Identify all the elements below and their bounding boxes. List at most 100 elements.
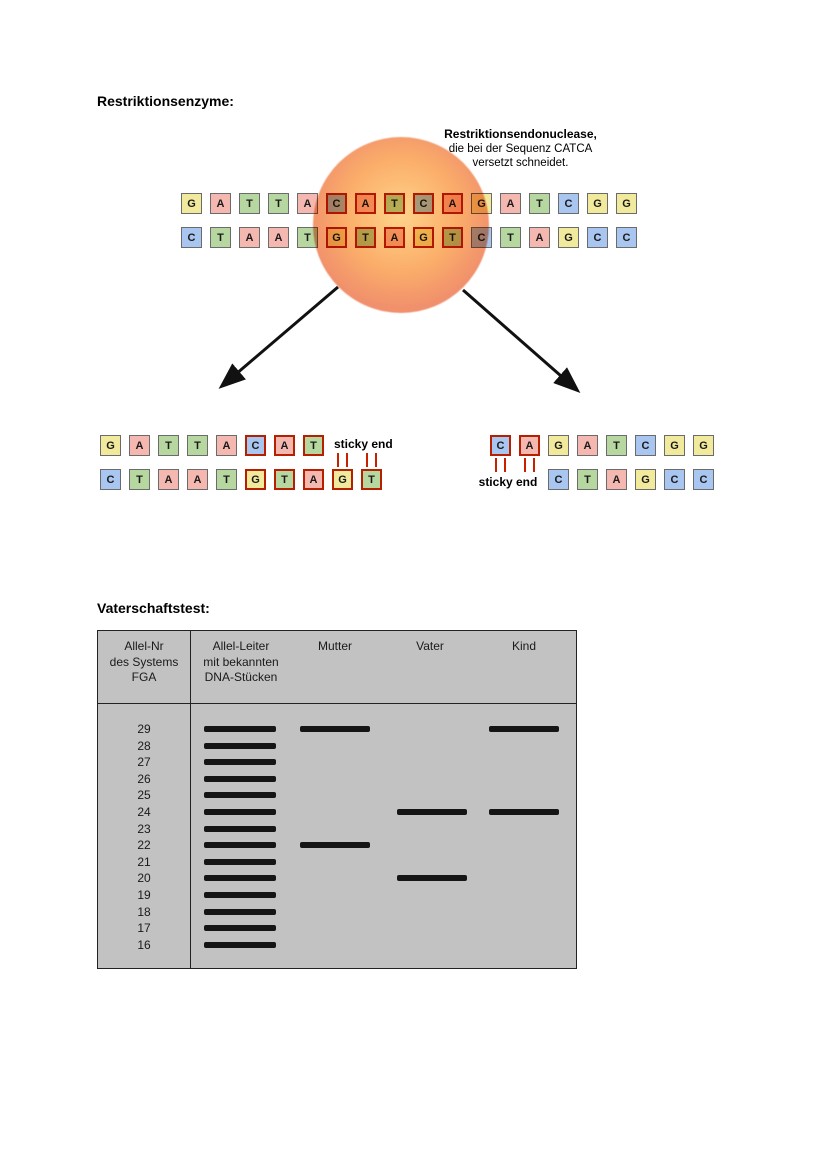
gel-column-header-allel-leiter: Allel-Leiter mit bekannten DNA-Stücken <box>186 639 296 686</box>
dna-base-t: T <box>268 193 289 214</box>
allele-number-26: 26 <box>137 771 151 786</box>
sticky-end-label-left: sticky end <box>334 437 393 451</box>
dna-base-g: G <box>181 193 202 214</box>
gel-band-kind-24 <box>489 809 559 815</box>
allele-number-24: 24 <box>137 805 151 819</box>
gel-band-ladder-25 <box>204 792 276 799</box>
dna-base-a: A <box>216 435 237 456</box>
gel-band-mutter-22 <box>300 842 370 849</box>
header-line: des Systems <box>109 654 179 669</box>
allele-number-19: 19 <box>137 888 151 902</box>
dna-base-a: A <box>519 435 540 456</box>
dna-base-c: C <box>587 227 608 248</box>
dna-base-a: A <box>274 435 295 456</box>
gel-band-vater-20 <box>397 875 467 882</box>
dna-base-t: T <box>239 193 260 214</box>
header-line: FGA <box>131 670 157 684</box>
restriction-enzyme-circle <box>313 137 489 313</box>
dna-base-g: G <box>100 435 121 456</box>
gel-band-ladder-23 <box>204 825 276 832</box>
header-line: Kind <box>511 639 537 653</box>
dna-base-a: A <box>268 227 289 248</box>
gel-band-kind-29 <box>489 726 559 732</box>
dna-base-t: T <box>129 469 150 490</box>
gel-column-header-mutter: Mutter <box>280 639 390 655</box>
dna-base-g: G <box>587 193 608 214</box>
section-title-restriktionsenzyme: Restriktionsenzyme: <box>97 93 234 109</box>
allele-number-28: 28 <box>137 738 151 753</box>
gel-band-ladder-27 <box>204 759 276 766</box>
dna-base-g: G <box>635 469 656 490</box>
section-title-vaterschaftstest: Vaterschaftstest: <box>97 600 210 616</box>
dna-base-c: C <box>181 227 202 248</box>
header-line: Vater <box>416 639 444 653</box>
dna-base-g: G <box>616 193 637 214</box>
dna-base-c: C <box>100 469 121 490</box>
sticky-bond-line <box>524 458 526 472</box>
sticky-bond-line <box>533 458 535 472</box>
dna-base-a: A <box>158 469 179 490</box>
dna-base-a: A <box>577 435 598 456</box>
gel-band-ladder-24 <box>204 809 276 815</box>
allele-number-25: 25 <box>137 788 151 803</box>
sticky-bond-line <box>504 458 506 472</box>
gel-band-ladder-21 <box>204 858 276 865</box>
gel-band-ladder-17 <box>204 925 276 932</box>
header-line: DNA-Stücken <box>204 670 278 684</box>
dna-base-a: A <box>129 435 150 456</box>
gel-band-ladder-18 <box>204 908 276 915</box>
allele-number-22: 22 <box>137 838 151 853</box>
gel-electrophoresis-box: Allel-Nr des Systems FGA Allel-Leiter mi… <box>97 630 577 969</box>
allele-number-16: 16 <box>137 937 151 952</box>
sticky-bond-line <box>375 453 377 467</box>
dna-base-a: A <box>500 193 521 214</box>
dna-base-t: T <box>187 435 208 456</box>
gel-band-vater-24 <box>397 809 467 815</box>
enzyme-annotation-line2: die bei der Sequenz CATCA <box>448 142 593 155</box>
sticky-bond-line <box>366 453 368 467</box>
gel-band-ladder-26 <box>204 775 276 782</box>
dna-base-g: G <box>548 435 569 456</box>
dna-base-t: T <box>274 469 295 490</box>
dna-base-a: A <box>606 469 627 490</box>
gel-band-mutter-29 <box>300 726 370 732</box>
allele-number-18: 18 <box>137 904 151 919</box>
dna-base-c: C <box>548 469 569 490</box>
sticky-bond-line <box>346 453 348 467</box>
allele-number-21: 21 <box>137 854 151 869</box>
dna-base-a: A <box>187 469 208 490</box>
allele-number-27: 27 <box>137 755 151 770</box>
arrow-left <box>218 285 339 389</box>
dna-base-t: T <box>210 227 231 248</box>
dna-base-a: A <box>529 227 550 248</box>
dna-base-t: T <box>577 469 598 490</box>
gel-band-ladder-16 <box>204 941 276 948</box>
allele-number-29: 29 <box>137 722 151 736</box>
dna-base-c: C <box>693 469 714 490</box>
dna-base-c: C <box>490 435 511 456</box>
dna-base-t: T <box>529 193 550 214</box>
gel-column-header-allel-nr: Allel-Nr des Systems FGA <box>89 639 199 686</box>
dna-base-g: G <box>664 435 685 456</box>
dna-base-g: G <box>332 469 353 490</box>
dna-base-c: C <box>616 227 637 248</box>
dna-base-t: T <box>500 227 521 248</box>
allele-number-17: 17 <box>137 921 151 936</box>
dna-base-t: T <box>606 435 627 456</box>
gel-band-ladder-28 <box>204 742 276 749</box>
enzyme-annotation-line1: Restriktionsendonuclease, <box>444 127 597 141</box>
sticky-bond-line <box>337 453 339 467</box>
gel-band-ladder-19 <box>204 892 276 898</box>
dna-base-c: C <box>664 469 685 490</box>
dna-base-t: T <box>158 435 179 456</box>
header-line: Mutter <box>317 639 352 653</box>
enzyme-annotation: Restriktionsendonuclease, die bei der Se… <box>438 127 603 171</box>
header-line: mit bekannten <box>203 654 279 669</box>
gel-column-divider <box>190 631 191 968</box>
dna-base-c: C <box>635 435 656 456</box>
sticky-end-label-right: sticky end <box>478 475 538 489</box>
